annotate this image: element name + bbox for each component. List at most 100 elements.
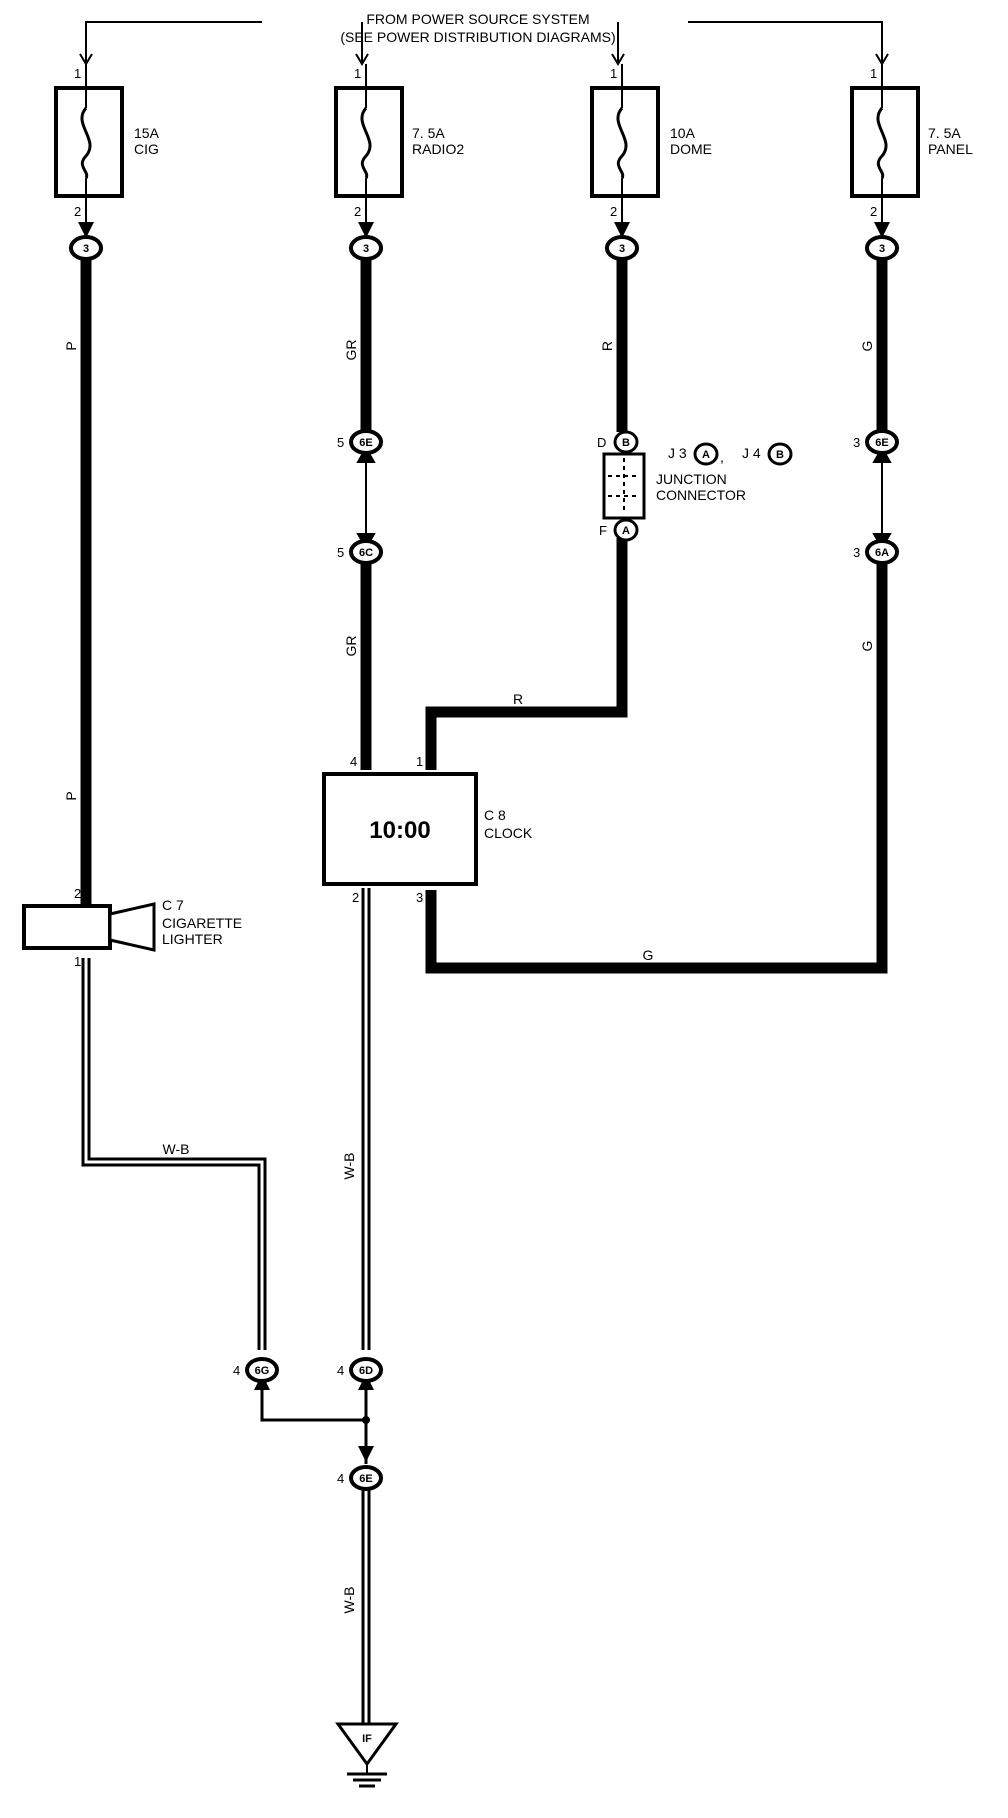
junction-name-line2: CONNECTOR bbox=[656, 487, 746, 503]
svg-text:B: B bbox=[622, 437, 630, 449]
clock-pin-g: 3 bbox=[416, 890, 423, 905]
feed-arrowheads bbox=[79, 53, 889, 66]
junction-name-line1: JUNCTION bbox=[656, 471, 727, 487]
fuse-panel-pin-in: 1 bbox=[870, 66, 877, 81]
svg-text:4: 4 bbox=[337, 1363, 344, 1378]
cigarette-lighter: C 7 CIGARETTE LIGHTER 2 1 bbox=[22, 886, 242, 969]
wire-label-g1: G bbox=[859, 341, 875, 352]
fuse-cig-rating: 15A bbox=[134, 125, 160, 141]
fuse-cig-pin-in: 1 bbox=[74, 66, 81, 81]
fuse-output-arrows bbox=[78, 222, 890, 238]
svg-text:6E: 6E bbox=[875, 437, 888, 449]
wire-label-gr2: GR bbox=[343, 636, 359, 657]
svg-text:6A: 6A bbox=[875, 547, 889, 559]
clock-code: C 8 bbox=[484, 807, 506, 823]
conn-radio2: 3 bbox=[363, 243, 369, 255]
connector-6d: 6D 4 bbox=[337, 1357, 383, 1383]
conn-dome: 3 bbox=[619, 243, 625, 255]
ground-arrows bbox=[254, 1374, 374, 1462]
wire-label-gr1: GR bbox=[343, 340, 359, 361]
fuse-radio2-rating: 7. 5A bbox=[412, 125, 445, 141]
svg-text:3: 3 bbox=[853, 435, 860, 450]
wire-label-p2: P bbox=[63, 791, 79, 800]
fuse-dome-rating: 10A bbox=[670, 125, 696, 141]
clock-pin-wb: 2 bbox=[352, 890, 359, 905]
connector-6a: 6A 3 bbox=[853, 539, 899, 565]
svg-text:,: , bbox=[720, 449, 724, 465]
clock-pin-r: 1 bbox=[416, 754, 423, 769]
fuse-radio2-pin-out: 2 bbox=[354, 204, 361, 219]
svg-text:6C: 6C bbox=[359, 547, 373, 559]
fuse-dome-pin-in: 1 bbox=[610, 66, 617, 81]
fuse-panel-pin-out: 2 bbox=[870, 204, 877, 219]
svg-text:3: 3 bbox=[853, 545, 860, 560]
fuse-cig-pin-out: 2 bbox=[74, 204, 81, 219]
fuse-radio2: 1 2 7. 5A RADIO2 bbox=[334, 64, 464, 232]
lighter-name-line1: CIGARETTE bbox=[162, 915, 242, 931]
connector-6e-panel: 6E 3 bbox=[853, 429, 899, 455]
svg-text:6D: 6D bbox=[359, 1365, 373, 1377]
svg-text:J 3: J 3 bbox=[668, 445, 687, 461]
wire-label-r2: R bbox=[513, 691, 523, 707]
svg-text:D: D bbox=[597, 435, 606, 450]
svg-text:F: F bbox=[599, 523, 607, 538]
fuse-cig: 1 2 15A CIG bbox=[54, 64, 160, 232]
svg-text:B: B bbox=[776, 449, 784, 461]
clock-name: CLOCK bbox=[484, 825, 533, 841]
connector-6c: 6C 5 bbox=[337, 539, 383, 565]
ground-label: IF bbox=[362, 1733, 372, 1745]
splice-point bbox=[362, 1416, 370, 1424]
header-line1: FROM POWER SOURCE SYSTEM bbox=[366, 11, 589, 27]
fuse-panel-name: PANEL bbox=[928, 141, 973, 157]
wire-label-g3: G bbox=[643, 947, 654, 963]
conn-panel: 3 bbox=[879, 243, 885, 255]
connector-6g: 6G 4 bbox=[233, 1357, 279, 1383]
ground-symbol: IF bbox=[335, 1722, 399, 1788]
wire-label-wb2: W-B bbox=[341, 1153, 357, 1180]
ground-splice bbox=[260, 1384, 368, 1464]
lighter-name-line2: LIGHTER bbox=[162, 931, 223, 947]
svg-text:J 4: J 4 bbox=[742, 445, 761, 461]
clock-display: 10:00 bbox=[369, 817, 430, 844]
svg-text:A: A bbox=[702, 449, 710, 461]
lighter-code: C 7 bbox=[162, 897, 184, 913]
wire-labels: P P GR GR R R G G G W-B W-B W-B bbox=[63, 340, 875, 1614]
svg-text:4: 4 bbox=[337, 1471, 344, 1486]
svg-text:4: 4 bbox=[233, 1363, 240, 1378]
thick-wires bbox=[80, 258, 888, 974]
connector-6e-top: 6E 5 bbox=[337, 429, 383, 455]
clock-pin-gr: 4 bbox=[350, 754, 357, 769]
connector-6e-bottom: 6E 4 bbox=[337, 1465, 383, 1491]
wire-label-r1: R bbox=[599, 341, 615, 351]
wire-label-wb1: W-B bbox=[163, 1141, 190, 1157]
fuse-dome-name: DOME bbox=[670, 141, 712, 157]
svg-text:6E: 6E bbox=[359, 437, 372, 449]
power-source-feed bbox=[85, 21, 883, 62]
fuse-radio2-pin-in: 1 bbox=[354, 66, 361, 81]
clock-component: 10:00 C 8 CLOCK 4 1 2 3 bbox=[322, 754, 533, 905]
svg-text:6G: 6G bbox=[255, 1365, 270, 1377]
junction-connector: B D A F bbox=[597, 430, 646, 542]
wire-label-wb3: W-B bbox=[341, 1587, 357, 1614]
lighter-pin-top: 2 bbox=[74, 886, 81, 901]
wire-r-lower bbox=[425, 538, 628, 770]
wire-g-lower bbox=[425, 562, 888, 974]
fuse-connectors: 3 3 3 3 bbox=[69, 235, 899, 261]
svg-text:A: A bbox=[622, 525, 630, 537]
header-line2: (SEE POWER DISTRIBUTION DIAGRAMS) bbox=[340, 29, 615, 45]
wb-wires bbox=[81, 888, 371, 1724]
fuse-panel: 1 2 7. 5A PANEL bbox=[850, 64, 973, 232]
wire-label-g2: G bbox=[859, 641, 875, 652]
fuse-panel-rating: 7. 5A bbox=[928, 125, 961, 141]
fuse-cig-name: CIG bbox=[134, 141, 159, 157]
fuse-dome-pin-out: 2 bbox=[610, 204, 617, 219]
junction-legend: J 3 A , J 4 B JUNCTION CONNECTOR bbox=[656, 442, 793, 503]
conn-cig: 3 bbox=[83, 243, 89, 255]
svg-text:6E: 6E bbox=[359, 1473, 372, 1485]
fuse-dome: 1 2 10A DOME bbox=[590, 64, 712, 232]
fuse-radio2-name: RADIO2 bbox=[412, 141, 464, 157]
lighter-pin-bottom: 1 bbox=[74, 954, 81, 969]
svg-text:5: 5 bbox=[337, 435, 344, 450]
svg-text:5: 5 bbox=[337, 545, 344, 560]
